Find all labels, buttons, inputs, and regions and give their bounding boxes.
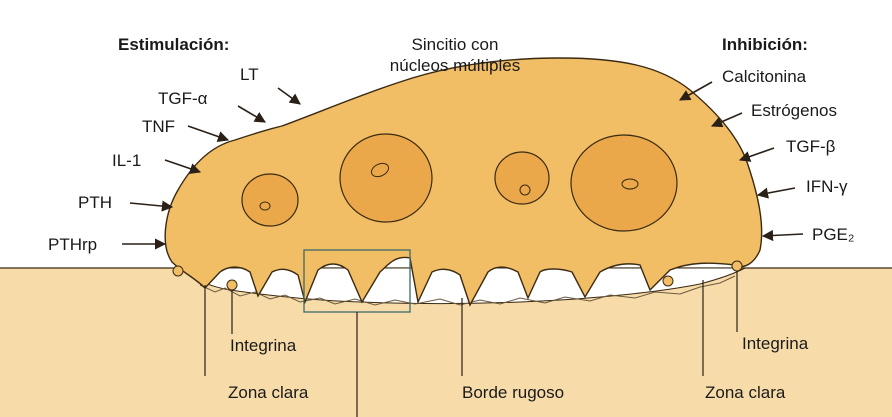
factor-tgf-alpha: TGF-α — [158, 89, 208, 108]
factor-tnf: TNF — [142, 117, 175, 136]
cell-label-line1: Sincitio con — [412, 35, 499, 54]
label-zona-clara-right: Zona clara — [705, 383, 786, 402]
factor-calcitonina: Calcitonina — [722, 67, 807, 86]
label-integrina-right: Integrina — [742, 334, 809, 353]
factor-il-1: IL-1 — [112, 151, 141, 170]
stimulation-header: Estimulación: — [118, 35, 229, 54]
arrow-ifn-gamma — [758, 188, 795, 195]
integrin-dot-left-1 — [173, 266, 183, 276]
factor-ifn-gamma: IFN-γ — [806, 177, 848, 196]
factor-tgf-beta: TGF-β — [786, 137, 836, 156]
arrow-pge2 — [763, 234, 803, 236]
label-zona-clara-left: Zona clara — [228, 383, 309, 402]
factor-pthrp: PTHrp — [48, 235, 97, 254]
integrin-dot-left-2 — [227, 280, 237, 290]
integrin-dot-right-1 — [663, 276, 673, 286]
arrow-tgf-alpha — [238, 106, 265, 122]
arrow-tgf-beta — [740, 148, 774, 160]
nucleus-2 — [340, 134, 432, 222]
arrow-tnf — [188, 126, 228, 140]
factor-lt: LT — [240, 65, 259, 84]
label-borde-rugoso: Borde rugoso — [462, 383, 564, 402]
arrow-pth — [130, 203, 172, 207]
nucleus-1 — [242, 174, 298, 226]
inhibition-header: Inhibición: — [722, 35, 808, 54]
factor-pth: PTH — [78, 193, 112, 212]
factor-estrogenos: Estrógenos — [751, 101, 837, 120]
nucleus-4 — [571, 135, 677, 231]
arrow-lt — [278, 88, 300, 104]
integrin-dot-right-2 — [732, 261, 742, 271]
cell-label-line2: núcleos múltiples — [390, 56, 520, 75]
factor-pge2: PGE₂ — [812, 225, 855, 244]
label-integrina-left: Integrina — [230, 336, 297, 355]
nucleus-3 — [495, 152, 549, 204]
